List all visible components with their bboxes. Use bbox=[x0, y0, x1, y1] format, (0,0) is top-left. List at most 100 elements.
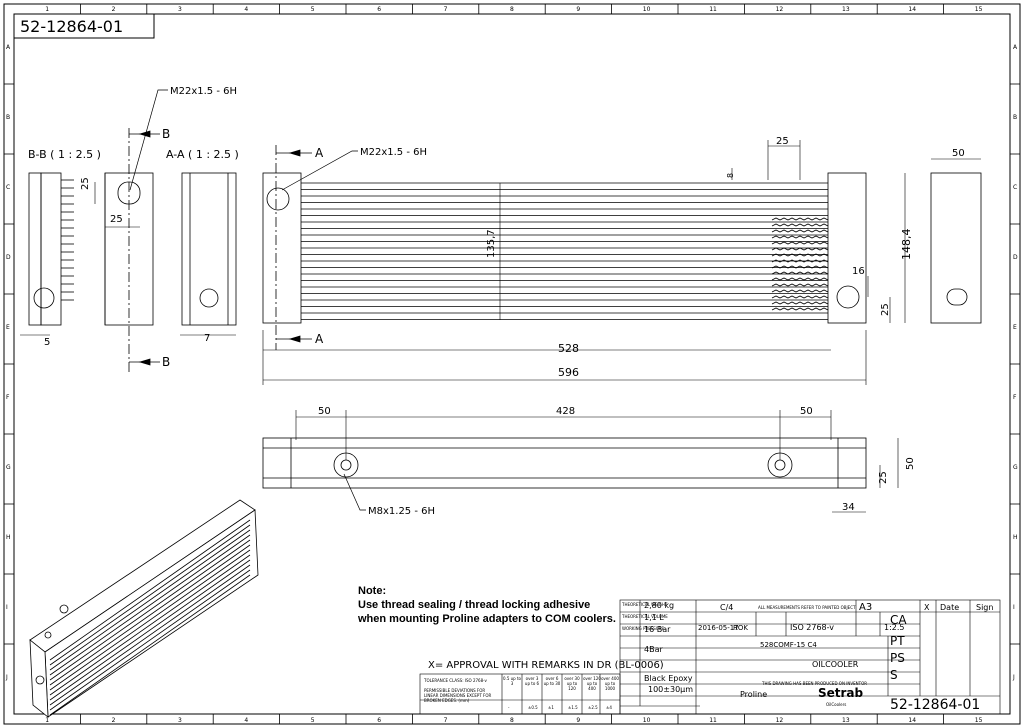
code-ca: CA bbox=[890, 613, 907, 627]
rev-date: Date bbox=[940, 603, 960, 612]
dim-528: 528 bbox=[558, 342, 579, 355]
tolerance-value: ±2.5 bbox=[588, 705, 598, 710]
column-label: 9 bbox=[576, 6, 580, 13]
column-label: 6 bbox=[377, 717, 381, 724]
tolerance-range: over 3 up to 6 bbox=[524, 676, 540, 686]
column-label: 5 bbox=[311, 717, 315, 724]
row-label: E bbox=[6, 324, 10, 331]
column-label: 8 bbox=[510, 717, 514, 724]
dim-50-side: 50 bbox=[952, 148, 965, 159]
size-code: C/4 bbox=[720, 603, 734, 612]
section-aa-view bbox=[181, 172, 237, 326]
note-line-1: Use thread sealing / thread locking adhe… bbox=[358, 599, 591, 611]
dim-25-top: 25 bbox=[776, 136, 789, 147]
column-label: 1 bbox=[45, 717, 49, 724]
bottom-dims bbox=[295, 410, 899, 513]
column-label: 7 bbox=[444, 6, 448, 13]
row-label: C bbox=[6, 184, 10, 191]
column-label: 3 bbox=[178, 6, 182, 13]
row-label: D bbox=[1013, 254, 1018, 261]
row-label: I bbox=[6, 604, 8, 611]
column-label: 13 bbox=[842, 6, 850, 13]
column-label: 12 bbox=[776, 6, 784, 13]
scale: 1:2.5 bbox=[884, 623, 905, 632]
row-label: C bbox=[1013, 184, 1017, 191]
column-label: 9 bbox=[576, 717, 580, 724]
column-label: 15 bbox=[975, 6, 983, 13]
volume-label: THEORETICAL VOLUME bbox=[622, 614, 668, 619]
tolerance-value: ±0.5 bbox=[528, 705, 538, 710]
drawing-number-top: 52-12864-01 bbox=[20, 17, 123, 36]
row-label: G bbox=[6, 464, 11, 471]
column-label: 7 bbox=[444, 717, 448, 724]
thread-callout-2: M22x1.5 - 6H bbox=[360, 147, 427, 158]
dim-8: 8 bbox=[726, 173, 735, 178]
tolerance-range: 0.5 up to 3 bbox=[503, 676, 521, 686]
row-label: F bbox=[6, 394, 10, 401]
cut-a-top: A bbox=[315, 146, 324, 160]
drawing-number: 52-12864-01 bbox=[890, 697, 981, 713]
dim-25-lower: 25 bbox=[878, 471, 889, 484]
column-label: 1 bbox=[45, 6, 49, 13]
tolerance-range: over 400 up to 1000 bbox=[601, 676, 619, 691]
weight-value: 2,80 kg bbox=[644, 601, 675, 610]
brand-sub: OilCoolers bbox=[826, 702, 847, 707]
row-label: F bbox=[1013, 394, 1017, 401]
column-label: 4 bbox=[244, 717, 248, 724]
side-view-right bbox=[930, 158, 982, 324]
column-label: 15 bbox=[975, 717, 983, 724]
row-label: B bbox=[1013, 114, 1017, 121]
dim-25-right: 25 bbox=[880, 303, 891, 316]
row-label: E bbox=[1013, 324, 1017, 331]
sheet-size: A3 bbox=[859, 602, 873, 613]
column-label: 10 bbox=[643, 6, 651, 13]
dim-428: 428 bbox=[556, 406, 575, 417]
tolerance-class: TOLERANCE CLASS: ISO 2768-v bbox=[424, 678, 487, 683]
date-drawn: 2016-05-17 bbox=[698, 624, 739, 632]
column-label: 12 bbox=[776, 717, 784, 724]
code-s: S bbox=[890, 668, 898, 682]
row-label: D bbox=[6, 254, 11, 261]
column-label: 2 bbox=[112, 717, 116, 724]
approval-remark: X= APPROVAL WITH REMARKS IN DR (BL-0006) bbox=[428, 660, 664, 671]
tolerance-range: over 30 up to 120 bbox=[564, 676, 580, 691]
series: Proline bbox=[740, 690, 768, 699]
cut-a-bottom: A bbox=[315, 332, 324, 346]
thread-callout-1: M22x1.5 - 6H bbox=[170, 86, 237, 97]
product: OILCOOLER bbox=[812, 660, 859, 669]
dim-50-left: 50 bbox=[318, 406, 331, 417]
weight-label: THEORETICAL WEIGHT bbox=[622, 602, 668, 607]
tolerance-range: over 6 up to 30 bbox=[543, 676, 561, 686]
cut-b-bottom: B bbox=[162, 355, 170, 369]
section-aa-label: A-A ( 1 : 2.5 ) bbox=[166, 148, 239, 161]
row-label: H bbox=[6, 534, 11, 541]
pressure-label: WORKING PRESSURE bbox=[622, 626, 665, 631]
dim-50-lower: 50 bbox=[905, 457, 916, 470]
column-label: 2 bbox=[112, 6, 116, 13]
working-pressure: 16 Bar bbox=[644, 625, 671, 634]
rev-x: X bbox=[924, 603, 930, 612]
row-label: B bbox=[6, 114, 10, 121]
section-bb-view bbox=[28, 172, 154, 326]
column-label: 13 bbox=[842, 717, 850, 724]
column-label: 3 bbox=[178, 717, 182, 724]
isometric-view bbox=[29, 499, 259, 718]
dim-34: 34 bbox=[842, 502, 855, 513]
dim-7: 7 bbox=[204, 333, 210, 344]
note-block: Note: Use thread sealing / thread lockin… bbox=[358, 584, 616, 626]
cut-b-top: B bbox=[162, 127, 170, 141]
brand-logo: Setrab bbox=[818, 686, 864, 700]
column-label: 8 bbox=[510, 6, 514, 13]
test-pressure: 4Bar bbox=[644, 645, 663, 654]
row-label: A bbox=[6, 44, 11, 51]
column-label: 14 bbox=[908, 6, 916, 13]
paint-thickness: 100±30µm bbox=[648, 685, 694, 694]
tolerance-range: over 120 up to 400 bbox=[583, 676, 601, 691]
note-title: Note: bbox=[358, 585, 387, 597]
section-b-dims bbox=[20, 182, 140, 336]
thread-callout-1-leader bbox=[129, 89, 168, 191]
model: 528COMF-15 C4 bbox=[760, 641, 817, 649]
column-label: 11 bbox=[709, 6, 717, 13]
dim-25-section: 25 bbox=[80, 177, 91, 190]
